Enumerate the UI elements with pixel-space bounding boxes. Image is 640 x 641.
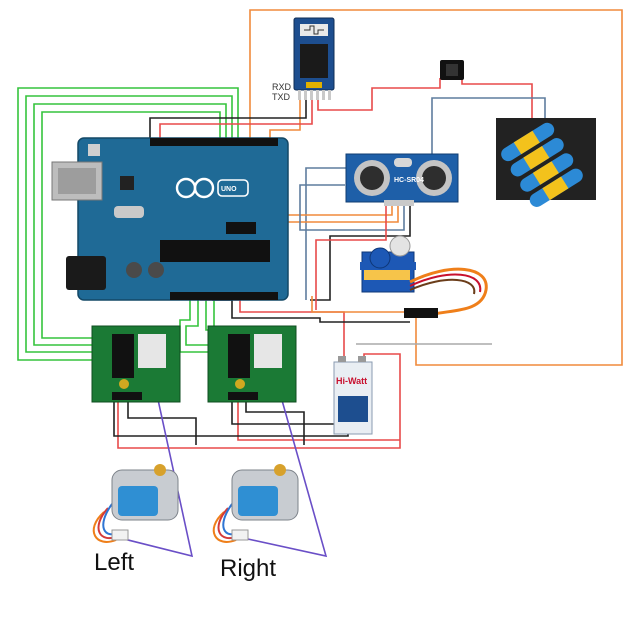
- motor-driver-left: [91, 325, 181, 403]
- wire-driver-r-black: [245, 398, 305, 445]
- wire-green-3: [33, 103, 227, 346]
- wire-servo-orange: [311, 296, 408, 313]
- stepper-motor-left: Left: [92, 464, 179, 576]
- servo-cable: [409, 267, 488, 316]
- ultrasonic-sensor: HC-SR04: [345, 153, 459, 206]
- motor-left-label: Left: [94, 549, 134, 576]
- arduino-header-bottom: [170, 292, 278, 300]
- battery-pack: [496, 118, 596, 207]
- wire-9v-red: [117, 353, 401, 449]
- wire-9v-black-2: [231, 398, 348, 425]
- wire-battery-gray: [305, 97, 546, 300]
- wire-black-ground: [212, 299, 410, 323]
- wire-bt-red: [159, 100, 313, 145]
- bluetooth-pins: [298, 90, 331, 100]
- battery-brand-label: Hi-Watt: [336, 376, 367, 386]
- bt-rxd-label: RXD: [272, 82, 292, 92]
- wire-switch-red-b: [461, 78, 533, 125]
- wire-green-1: [17, 87, 239, 361]
- power-switch: [440, 60, 464, 80]
- wire-green-4: [41, 111, 221, 339]
- arduino-header-top: [150, 138, 278, 146]
- wire-coil-right: [233, 371, 328, 558]
- arduino-logo: UNO: [175, 177, 249, 199]
- wire-orange-outer: [249, 9, 623, 366]
- servo-motor: [360, 235, 488, 318]
- motor-right-label: Right: [220, 555, 276, 582]
- arduino-uno-board: UNO: [51, 137, 289, 301]
- ultrasonic-model-label: HC-SR04: [394, 177, 424, 184]
- wire-switch-red-a: [317, 78, 441, 111]
- wire-us-black: [310, 200, 411, 301]
- stepper-motor-right: Right: [212, 464, 299, 582]
- wire-9v-red-2: [237, 398, 400, 441]
- wire-green-2: [25, 95, 233, 353]
- bt-txd-label: TXD: [272, 92, 291, 102]
- arduino-uno-logo: UNO: [221, 186, 237, 193]
- battery-9v: Hi-Watt: [333, 356, 373, 435]
- wire-bt-black: [149, 100, 307, 145]
- wire-coil-left: [111, 371, 194, 558]
- bluetooth-module: RXD TXD: [272, 17, 335, 102]
- wire-us-red: [315, 200, 387, 310]
- wire-us-gray: [299, 184, 405, 231]
- motor-driver-right: [207, 325, 297, 403]
- wire-9v-black: [113, 398, 349, 437]
